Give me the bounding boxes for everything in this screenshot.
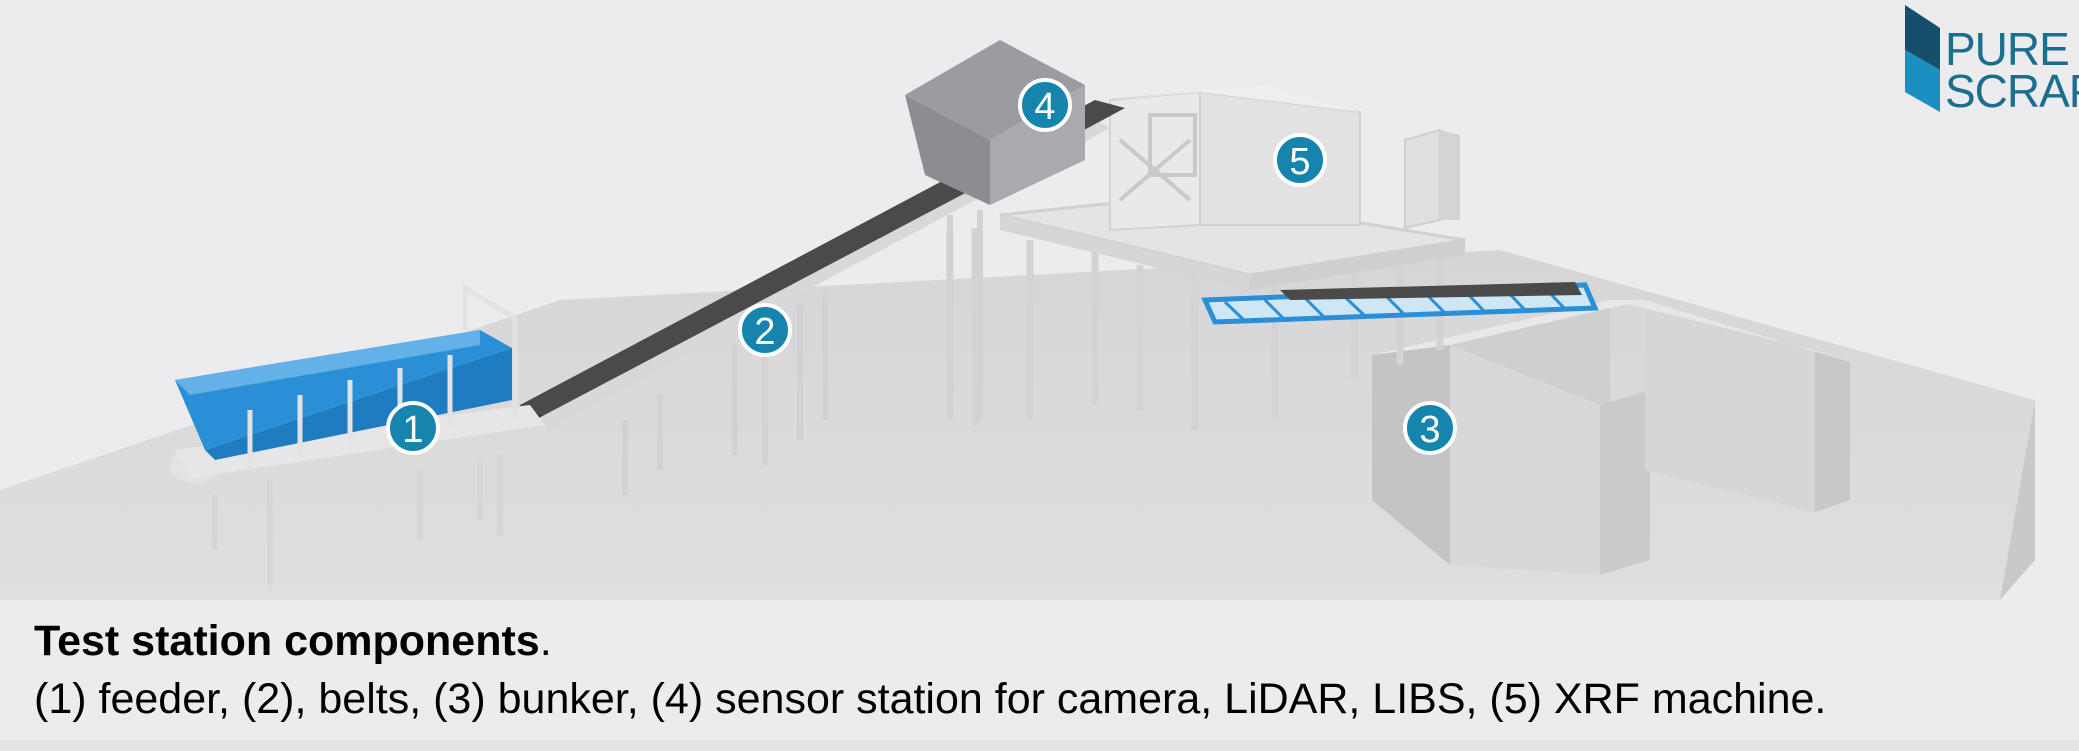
marker-belts: 2 (740, 305, 790, 355)
svg-text:1: 1 (402, 409, 423, 451)
caption-title-line: Test station components. (34, 612, 2054, 670)
svg-text:3: 3 (1419, 409, 1440, 451)
svg-text:4: 4 (1034, 86, 1055, 128)
marker-bunker: 3 (1405, 403, 1455, 453)
caption-title-suffix: . (540, 617, 552, 665)
svg-text:5: 5 (1289, 141, 1310, 183)
caption: Test station components. (1) feeder, (2)… (34, 612, 2054, 728)
pure-scrap-logo: PURE SCRAP (1905, 5, 2079, 117)
marker-sensor-station: 4 (1020, 80, 1070, 130)
svg-text:SCRAP: SCRAP (1945, 65, 2079, 117)
caption-body: (1) feeder, (2), belts, (3) bunker, (4) … (34, 670, 2054, 728)
caption-title: Test station components (34, 617, 540, 665)
marker-feeder: 1 (388, 403, 438, 453)
marker-xrf-machine: 5 (1275, 135, 1325, 185)
svg-text:2: 2 (754, 311, 775, 353)
